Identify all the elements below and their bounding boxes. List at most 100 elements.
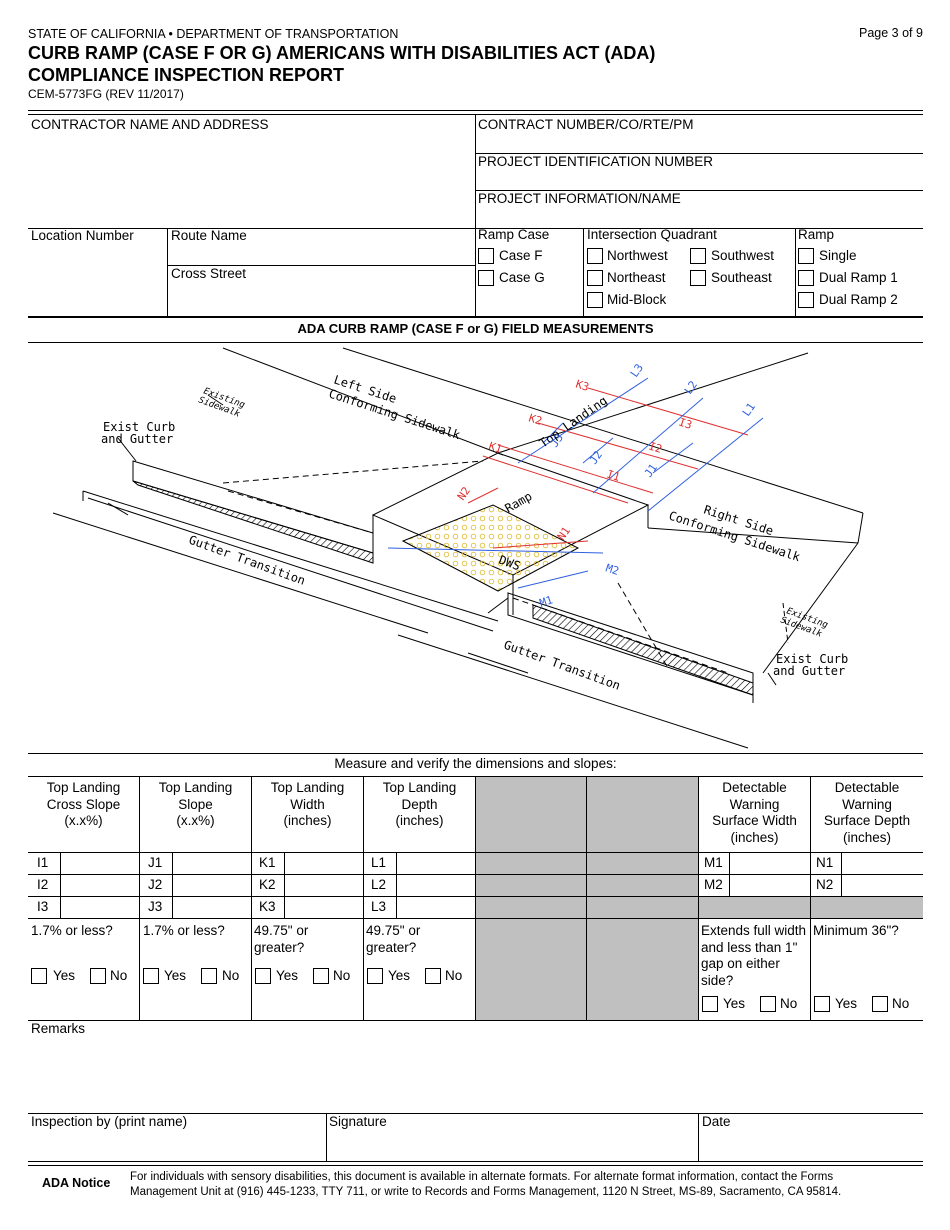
m1-dimension (517, 570, 589, 589)
dual-ramp-2-checkbox[interactable] (798, 292, 814, 308)
header-line: Surface Depth (823, 813, 911, 828)
cross-street-field[interactable]: Cross Street (171, 266, 471, 314)
ada-notice-label: ADA Notice (42, 1176, 111, 1190)
header-line: (inches) (283, 813, 332, 828)
header-line: (inches) (842, 829, 891, 845)
rule (698, 1113, 699, 1161)
project-id-field[interactable]: PROJECT IDENTIFICATION NUMBER (478, 154, 920, 188)
cross-slope-yes-checkbox[interactable] (31, 968, 47, 984)
i1-label: I1 (605, 467, 622, 483)
col-depth-header: Top Landing Depth (inches) (364, 780, 475, 830)
inspection-by-field[interactable]: Inspection by (print name) (31, 1114, 323, 1158)
header-line: (x.x%) (176, 813, 215, 828)
question-line: and less than 1" (701, 939, 798, 955)
l1-dimension (647, 417, 764, 512)
project-info-field[interactable]: PROJECT INFORMATION/NAME (478, 191, 920, 225)
n1-label: N1 (555, 524, 573, 542)
k2-input[interactable] (285, 875, 362, 896)
row-label-n1: N1 (816, 855, 834, 870)
cross-slope-no-checkbox[interactable] (90, 968, 106, 984)
rule (795, 228, 796, 317)
width-yes-checkbox[interactable] (255, 968, 271, 984)
no-label: No (110, 968, 128, 983)
i2-input[interactable] (61, 875, 138, 896)
northeast-checkbox[interactable] (587, 270, 603, 286)
remarks-field[interactable]: Remarks (31, 1021, 921, 1111)
j3-label: J3 (548, 431, 566, 449)
row-label-i2: I2 (37, 877, 49, 892)
dws-width-yes-checkbox[interactable] (702, 996, 718, 1012)
contract-number-label: CONTRACT NUMBER/CO/RTE/PM (478, 117, 694, 132)
section-title: ADA CURB RAMP (CASE F or G) FIELD MEASUR… (297, 321, 654, 336)
dws-depth-no-checkbox[interactable] (872, 996, 888, 1012)
j2-label: J2 (587, 448, 605, 466)
left-curb-face (132, 460, 374, 554)
southeast-checkbox[interactable] (690, 270, 706, 286)
southwest-checkbox[interactable] (690, 248, 706, 264)
rule (28, 753, 923, 754)
question-dws-depth: Minimum 36"? (813, 923, 899, 938)
quadrant-label: Intersection Quadrant (587, 227, 717, 242)
depth-yes-checkbox[interactable] (367, 968, 383, 984)
l2-label: L2 (682, 378, 700, 396)
route-name-field[interactable]: Route Name (171, 228, 471, 263)
gray-blank-column (476, 777, 698, 1021)
header-line: Cross Slope (46, 796, 121, 812)
rule (396, 852, 397, 918)
header-line: Depth (401, 796, 438, 812)
dws-depth-yes-checkbox[interactable] (814, 996, 830, 1012)
m2-input[interactable] (730, 875, 809, 896)
date-field[interactable]: Date (702, 1114, 920, 1158)
question-line: 49.75" or (254, 923, 309, 938)
row-label-n2: N2 (816, 877, 834, 892)
k1-input[interactable] (285, 853, 362, 874)
col-slope-header: Top Landing Slope (x.x%) (140, 780, 251, 830)
dws-area (401, 504, 580, 592)
contractor-label: CONTRACTOR NAME AND ADDRESS (31, 117, 269, 132)
j2-input[interactable] (173, 875, 250, 896)
i1-input[interactable] (61, 853, 138, 874)
case-f-label: Case F (499, 248, 543, 263)
n1-input[interactable] (842, 853, 922, 874)
l2-input[interactable] (397, 875, 474, 896)
m1-input[interactable] (730, 853, 809, 874)
dual-ramp-1-checkbox[interactable] (798, 270, 814, 286)
k3-input[interactable] (285, 897, 362, 918)
northwest-checkbox[interactable] (587, 248, 603, 264)
row-label-m1: M1 (704, 855, 723, 870)
project-info-label: PROJECT INFORMATION/NAME (478, 191, 681, 206)
question-slope: 1.7% or less? (143, 923, 225, 938)
header-line: Width (290, 796, 325, 812)
signature-field[interactable]: Signature (329, 1114, 695, 1158)
slope-no-checkbox[interactable] (201, 968, 217, 984)
curb-ramp-diagram: Left Side Conforming Sidewalk Right Side… (52, 347, 864, 749)
contract-number-field[interactable]: CONTRACT NUMBER/CO/RTE/PM (478, 117, 920, 151)
location-number-field[interactable]: Location Number (31, 228, 164, 314)
dws-width-no-checkbox[interactable] (760, 996, 776, 1012)
question-line: gap on either (701, 956, 780, 971)
slope-yes-checkbox[interactable] (143, 968, 159, 984)
header-line: (inches) (395, 813, 444, 828)
rule (363, 776, 364, 1021)
l3-input[interactable] (397, 897, 474, 918)
mid-block-checkbox[interactable] (587, 292, 603, 308)
case-f-checkbox[interactable] (478, 248, 494, 264)
header-line: Warning (842, 796, 892, 812)
depth-no-checkbox[interactable] (425, 968, 441, 984)
header-line: Detectable (722, 780, 787, 795)
case-g-checkbox[interactable] (478, 270, 494, 286)
southeast-label: Southeast (711, 270, 772, 285)
question-line: greater? (254, 939, 305, 955)
n2-input[interactable] (842, 875, 922, 896)
l1-input[interactable] (397, 853, 474, 874)
contractor-field[interactable]: CONTRACTOR NAME AND ADDRESS (31, 117, 471, 225)
j3-input[interactable] (173, 897, 250, 918)
row-label-m2: M2 (704, 877, 723, 892)
ada-notice-line2: Management Unit at (916) 445-1233, TTY 7… (130, 1186, 842, 1198)
single-ramp-checkbox[interactable] (798, 248, 814, 264)
rule (841, 852, 842, 896)
i3-input[interactable] (61, 897, 138, 918)
width-no-checkbox[interactable] (313, 968, 329, 984)
question-cross-slope: 1.7% or less? (31, 923, 113, 938)
j1-input[interactable] (173, 853, 250, 874)
